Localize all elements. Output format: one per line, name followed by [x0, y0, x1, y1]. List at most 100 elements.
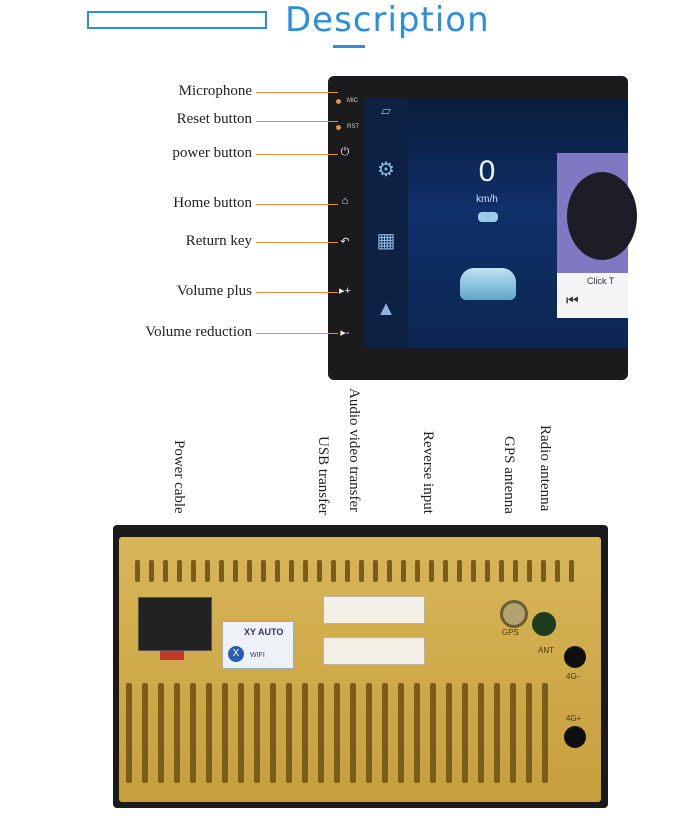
- vent-slot: [471, 560, 476, 582]
- vent-slot: [163, 560, 168, 582]
- screen-sidebar: [364, 98, 408, 348]
- vent-slot: [254, 683, 260, 783]
- 4g-plus-port[interactable]: [564, 726, 586, 748]
- vent-slot: [177, 560, 182, 582]
- vent-slot: [527, 560, 532, 582]
- vent-slot: [126, 683, 132, 783]
- audio-video-transfer-label: Audio video transfer: [346, 388, 362, 513]
- vent-slot: [289, 560, 294, 582]
- vent-slot: [457, 560, 462, 582]
- volume-minus-icon[interactable]: ▸-: [340, 327, 350, 339]
- vent-slot: [275, 560, 280, 582]
- small-car-image: [478, 212, 498, 222]
- vent-slot: [206, 683, 212, 783]
- car-image: [460, 268, 516, 300]
- vent-slot: [478, 683, 484, 783]
- vent-slot: [149, 560, 154, 582]
- page-title: Description: [285, 0, 490, 40]
- vent-slot: [247, 560, 252, 582]
- sticker-sub: WIFI: [250, 652, 265, 659]
- title-bracket: [87, 11, 267, 29]
- fuse: [160, 651, 184, 660]
- reset-dot: [336, 125, 341, 130]
- volume-plus-label: Volume plus: [176, 283, 252, 299]
- reset-leader: [256, 121, 338, 122]
- vent-slot: [350, 683, 356, 783]
- power-icon[interactable]: ⏻: [340, 146, 350, 158]
- vent-slot: [541, 560, 546, 582]
- gps-antenna-label: GPS antenna: [501, 436, 517, 514]
- power-cable-label: Power cable: [171, 440, 187, 514]
- vent-slot: [430, 683, 436, 783]
- gps-port-text: GPS: [502, 628, 519, 637]
- vent-slot: [359, 560, 364, 582]
- microphone-dot: [336, 99, 341, 104]
- 4g-minus-port[interactable]: [564, 646, 586, 668]
- vent-slot: [462, 683, 468, 783]
- vent-slot: [286, 683, 292, 783]
- vent-slot: [373, 560, 378, 582]
- rst-text: RST: [347, 124, 359, 130]
- vent-slot: [318, 683, 324, 783]
- vent-slot: [555, 560, 560, 582]
- volume-reduction-label: Volume reduction: [145, 324, 252, 340]
- vent-slot: [238, 683, 244, 783]
- vent-slot: [398, 683, 404, 783]
- vent-slot: [317, 560, 322, 582]
- mic-text: MIC: [347, 98, 358, 104]
- 4g-minus-text: 4G-: [566, 672, 580, 681]
- power-leader: [256, 154, 338, 155]
- vent-slot: [366, 683, 372, 783]
- back-icon[interactable]: ▱: [381, 103, 391, 118]
- microphone-leader: [256, 92, 338, 93]
- return-icon[interactable]: ↶: [340, 236, 350, 248]
- vent-slot: [302, 683, 308, 783]
- vent-slot: [135, 560, 140, 582]
- volume-plus-icon[interactable]: ▸+: [339, 285, 351, 297]
- return-key-label: Return key: [185, 233, 252, 249]
- audio-video-connector[interactable]: [323, 596, 425, 624]
- radio-antenna-label: Radio antenna: [537, 425, 553, 512]
- reverse-input-label: Reverse input: [420, 431, 436, 514]
- ant-port-text: ANT: [538, 646, 554, 655]
- vent-slot: [205, 560, 210, 582]
- usb-reverse-connector[interactable]: [323, 637, 425, 665]
- settings-icon[interactable]: ⚙: [377, 159, 395, 181]
- media-click-text: Click T: [587, 276, 615, 286]
- vent-slot: [191, 560, 196, 582]
- vent-slot: [499, 560, 504, 582]
- vent-slot: [222, 683, 228, 783]
- home-icon[interactable]: ⌂: [341, 195, 349, 207]
- brand-logo-icon: X: [228, 646, 244, 662]
- album-art: [567, 172, 637, 260]
- apps-grid-icon[interactable]: ▦: [376, 230, 396, 252]
- top-vent-row: [135, 560, 595, 582]
- previous-track-icon[interactable]: ⏮: [566, 292, 579, 308]
- vent-slot: [446, 683, 452, 783]
- bottom-vent-grid: [126, 683, 556, 783]
- vent-slot: [331, 560, 336, 582]
- vent-slot: [510, 683, 516, 783]
- vent-slot: [174, 683, 180, 783]
- vent-slot: [334, 683, 340, 783]
- vent-slot: [233, 560, 238, 582]
- navigation-icon[interactable]: ▲: [376, 298, 396, 320]
- sticker-brand: XY AUTO: [244, 627, 284, 637]
- 4g-plus-text: 4G+: [566, 714, 582, 723]
- vent-slot: [494, 683, 500, 783]
- vent-slot: [429, 560, 434, 582]
- volume-plus-leader: [256, 292, 338, 293]
- title-underline: [333, 45, 365, 48]
- vent-slot: [345, 560, 350, 582]
- vent-slot: [142, 683, 148, 783]
- speed-unit: km/h: [476, 194, 498, 205]
- vent-slot: [190, 683, 196, 783]
- reset-button-label: Reset button: [176, 111, 252, 127]
- vent-slot: [219, 560, 224, 582]
- radio-antenna-port[interactable]: [532, 612, 556, 636]
- vent-slot: [513, 560, 518, 582]
- speed-value: 0: [478, 155, 496, 188]
- power-cable-connector[interactable]: [138, 597, 212, 651]
- vent-slot: [415, 560, 420, 582]
- gps-antenna-port[interactable]: [500, 600, 528, 628]
